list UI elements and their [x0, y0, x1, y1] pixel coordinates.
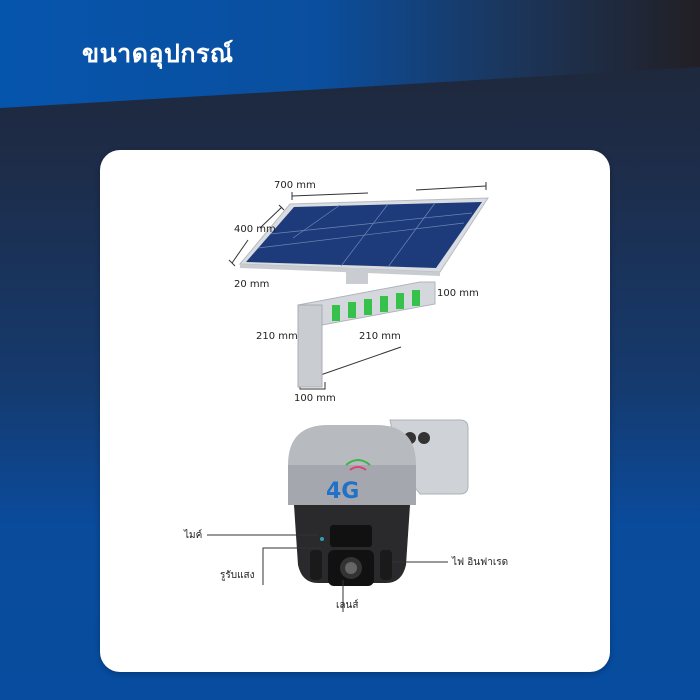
bracket-height-right-label: 100 mm — [437, 288, 479, 299]
light-sensor-label: รูรับแสง — [220, 570, 255, 581]
solar-thickness-label: 20 mm — [234, 279, 270, 290]
bracket-length-label: 210 mm — [359, 331, 401, 342]
solar-depth-label: 400 mm — [234, 224, 276, 235]
bracket-width-label: 100 mm — [294, 393, 336, 404]
infrared-label: ไฟ อินฟาเรด — [452, 557, 509, 568]
lens-label: เลนส์ — [336, 600, 359, 611]
bracket-height-left-label: 210 mm — [256, 331, 298, 342]
product-dimensions-card: 4G 700 mm 400 mm 20 mm 100 mm 210 mm 210… — [100, 150, 610, 672]
product-illustration: 4G — [207, 182, 489, 612]
page-title: ขนาดอุปกรณ์ — [82, 39, 234, 68]
svg-text:4G: 4G — [326, 479, 359, 504]
mic-label: ไมค์ — [184, 530, 203, 541]
solar-width-label: 700 mm — [274, 180, 316, 191]
